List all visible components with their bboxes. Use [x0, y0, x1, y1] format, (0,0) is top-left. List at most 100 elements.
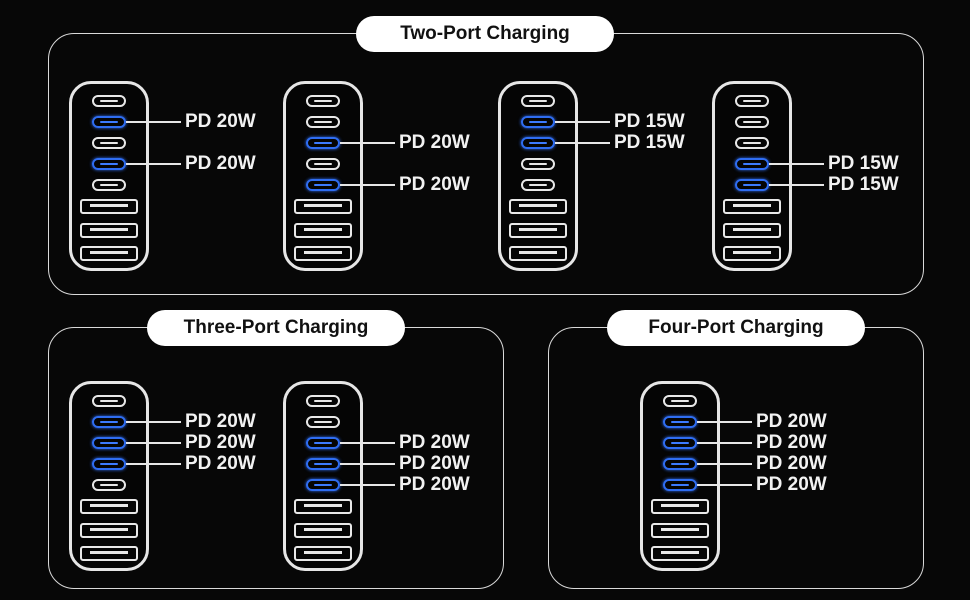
usb-c-port-icon: [521, 179, 555, 191]
usb-c-port-icon: [92, 479, 126, 491]
leader-line: [340, 463, 395, 465]
port-power-label: PD 20W: [399, 432, 470, 453]
four-port-title: Four-Port Charging: [607, 310, 865, 346]
usb-c-port-active-icon: [92, 158, 126, 170]
port-power-label: PD 20W: [185, 111, 256, 132]
usb-a-port-icon: [723, 199, 781, 214]
leader-line: [340, 484, 395, 486]
charger-device: [69, 381, 149, 571]
usb-c-port-icon: [92, 95, 126, 107]
leader-line: [126, 163, 181, 165]
usb-a-port-icon: [651, 499, 709, 514]
usb-a-port-icon: [723, 246, 781, 261]
usb-c-port-icon: [306, 95, 340, 107]
usb-c-port-active-icon: [92, 416, 126, 428]
leader-line: [126, 421, 181, 423]
leader-line: [126, 442, 181, 444]
leader-line: [769, 184, 824, 186]
usb-c-port-active-icon: [306, 179, 340, 191]
port-power-label: PD 20W: [756, 411, 827, 432]
usb-c-port-icon: [306, 158, 340, 170]
port-power-label: PD 15W: [828, 174, 899, 195]
usb-c-port-active-icon: [663, 479, 697, 491]
leader-line: [555, 121, 610, 123]
port-power-label: PD 20W: [399, 174, 470, 195]
port-power-label: PD 15W: [614, 132, 685, 153]
leader-line: [340, 442, 395, 444]
port-power-label: PD 20W: [756, 453, 827, 474]
leader-line: [697, 442, 752, 444]
usb-a-port-icon: [80, 546, 138, 561]
usb-a-port-icon: [509, 246, 567, 261]
leader-line: [126, 463, 181, 465]
leader-line: [697, 484, 752, 486]
usb-c-port-icon: [735, 137, 769, 149]
usb-a-port-icon: [294, 199, 352, 214]
port-power-label: PD 20W: [185, 153, 256, 174]
port-power-label: PD 20W: [185, 453, 256, 474]
usb-a-port-icon: [294, 546, 352, 561]
usb-c-port-active-icon: [735, 158, 769, 170]
usb-c-port-icon: [521, 158, 555, 170]
leader-line: [697, 463, 752, 465]
usb-c-port-active-icon: [92, 458, 126, 470]
usb-a-port-icon: [80, 199, 138, 214]
charger-device: [69, 81, 149, 271]
usb-a-port-icon: [294, 523, 352, 538]
usb-a-port-icon: [294, 246, 352, 261]
usb-c-port-icon: [663, 395, 697, 407]
usb-c-port-icon: [521, 95, 555, 107]
three-port-title: Three-Port Charging: [147, 310, 405, 346]
port-power-label: PD 20W: [399, 453, 470, 474]
usb-c-port-active-icon: [92, 116, 126, 128]
usb-c-port-active-icon: [306, 437, 340, 449]
port-power-label: PD 15W: [828, 153, 899, 174]
usb-c-port-icon: [735, 116, 769, 128]
usb-c-port-active-icon: [306, 137, 340, 149]
usb-a-port-icon: [294, 223, 352, 238]
usb-c-port-icon: [92, 395, 126, 407]
leader-line: [126, 121, 181, 123]
usb-c-port-icon: [306, 416, 340, 428]
port-power-label: PD 15W: [614, 111, 685, 132]
two-port-title: Two-Port Charging: [356, 16, 614, 52]
port-power-label: PD 20W: [399, 132, 470, 153]
usb-a-port-icon: [294, 499, 352, 514]
usb-c-port-icon: [306, 395, 340, 407]
usb-c-port-icon: [306, 116, 340, 128]
port-power-label: PD 20W: [756, 432, 827, 453]
usb-c-port-active-icon: [521, 137, 555, 149]
port-power-label: PD 20W: [185, 411, 256, 432]
usb-c-port-active-icon: [92, 437, 126, 449]
leader-line: [340, 184, 395, 186]
port-power-label: PD 20W: [399, 474, 470, 495]
usb-a-port-icon: [651, 523, 709, 538]
leader-line: [697, 421, 752, 423]
usb-c-port-active-icon: [306, 458, 340, 470]
usb-a-port-icon: [509, 223, 567, 238]
leader-line: [555, 142, 610, 144]
port-power-label: PD 20W: [185, 432, 256, 453]
usb-c-port-icon: [92, 179, 126, 191]
charger-device: [498, 81, 578, 271]
usb-a-port-icon: [80, 523, 138, 538]
charger-device: [283, 81, 363, 271]
usb-c-port-active-icon: [663, 416, 697, 428]
usb-c-port-active-icon: [663, 458, 697, 470]
usb-a-port-icon: [651, 546, 709, 561]
usb-a-port-icon: [80, 499, 138, 514]
charger-device: [283, 381, 363, 571]
usb-c-port-active-icon: [306, 479, 340, 491]
port-power-label: PD 20W: [756, 474, 827, 495]
usb-c-port-icon: [92, 137, 126, 149]
leader-line: [769, 163, 824, 165]
usb-a-port-icon: [80, 246, 138, 261]
usb-a-port-icon: [723, 223, 781, 238]
four-port-panel: [548, 327, 924, 589]
usb-c-port-icon: [735, 95, 769, 107]
charger-device: [640, 381, 720, 571]
usb-a-port-icon: [80, 223, 138, 238]
usb-c-port-active-icon: [735, 179, 769, 191]
usb-c-port-active-icon: [521, 116, 555, 128]
charger-device: [712, 81, 792, 271]
